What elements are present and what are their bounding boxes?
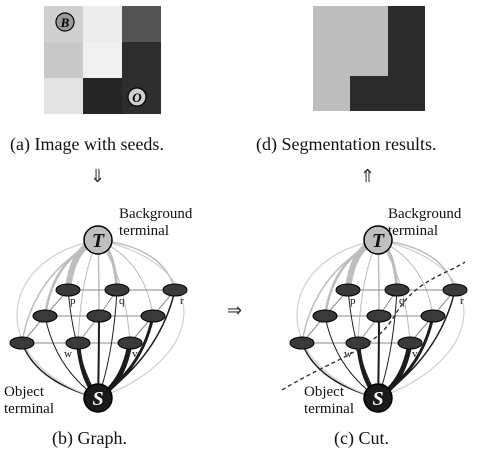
graph-b: p q r w v T S: [9, 225, 188, 413]
graph-c: p q r w v T S: [281, 225, 468, 413]
pixel-node: [312, 309, 338, 323]
image-pixel: [83, 78, 122, 114]
cut-line: [281, 261, 466, 391]
image-pixel: [44, 78, 83, 114]
pixel-node: [384, 283, 410, 297]
terminal-T-node: [363, 225, 393, 255]
segmentation-image: [313, 6, 425, 111]
node-label-p: p: [70, 295, 76, 307]
terminal-T-node: [83, 225, 113, 255]
terminal-S-letter: S: [372, 388, 383, 410]
caption-c: (c) Cut.: [334, 428, 389, 448]
t-link: [301, 239, 379, 344]
c-background-terminal-label-2: terminal: [388, 223, 438, 239]
node-label-v: v: [412, 348, 418, 360]
frame-link-left: [16, 239, 99, 399]
pixel-node: [86, 309, 112, 323]
image-pixel: [83, 6, 122, 42]
pixel-node: [335, 283, 361, 297]
caption-d: (d) Segmentation results.: [256, 134, 437, 154]
seed-object-marker: [127, 87, 147, 107]
pixel-node: [117, 336, 143, 350]
frame-link-right: [97, 239, 185, 399]
terminal-S-node: [83, 383, 113, 413]
caption-a: (a) Image with seeds.: [10, 134, 164, 154]
pixel-node: [104, 283, 130, 297]
arrow-c-to-d: ⇑: [360, 166, 376, 187]
frame-link-right: [377, 239, 465, 399]
b-object-terminal-label-1: Object: [4, 384, 44, 400]
pixel-node: [9, 336, 35, 350]
image-pixel: [122, 6, 161, 42]
image-pixel: [83, 42, 122, 78]
pixel-node: [32, 309, 58, 323]
node-label-q: q: [119, 295, 125, 307]
pixel-node: [65, 336, 91, 350]
caption-b: (b) Graph.: [52, 428, 127, 448]
node-label-r: r: [180, 295, 184, 307]
c-background-terminal-label-1: Background: [388, 206, 462, 222]
arrow-b-to-c: ⇒: [227, 300, 243, 321]
pixel-node: [162, 283, 188, 297]
node-label-q: q: [399, 295, 405, 307]
frame-link-left: [296, 239, 379, 399]
terminal-T-letter: T: [92, 230, 105, 252]
pixel-node: [397, 336, 423, 350]
image-pixel: [122, 42, 161, 78]
t-link: [21, 239, 99, 344]
b-background-terminal-label-1: Background: [119, 206, 193, 222]
seed-background-marker: [55, 12, 75, 32]
pixel-node: [55, 283, 81, 297]
seed-background-letter: B: [60, 15, 70, 30]
c-object-terminal-label-1: Object: [304, 384, 344, 400]
arrow-a-to-b: ⇓: [90, 166, 106, 187]
segmentation-object-region: [350, 6, 425, 111]
pixel-node: [366, 309, 392, 323]
node-label-w: w: [64, 348, 72, 360]
b-background-terminal-label-2: terminal: [119, 223, 169, 239]
pixel-node: [442, 283, 468, 297]
node-label-p: p: [350, 295, 356, 307]
pixel-node: [140, 309, 166, 323]
terminal-S-letter: S: [92, 388, 103, 410]
seed-object-letter: O: [132, 90, 142, 105]
pixel-node: [420, 309, 446, 323]
c-object-terminal-label-2: terminal: [304, 401, 354, 417]
terminal-T-letter: T: [372, 230, 385, 252]
image-pixel: [44, 42, 83, 78]
terminal-S-node: [363, 383, 393, 413]
node-label-v: v: [132, 348, 138, 360]
pixel-node: [289, 336, 315, 350]
node-label-w: w: [344, 348, 352, 360]
node-label-r: r: [460, 295, 464, 307]
b-object-terminal-label-2: terminal: [4, 401, 54, 417]
